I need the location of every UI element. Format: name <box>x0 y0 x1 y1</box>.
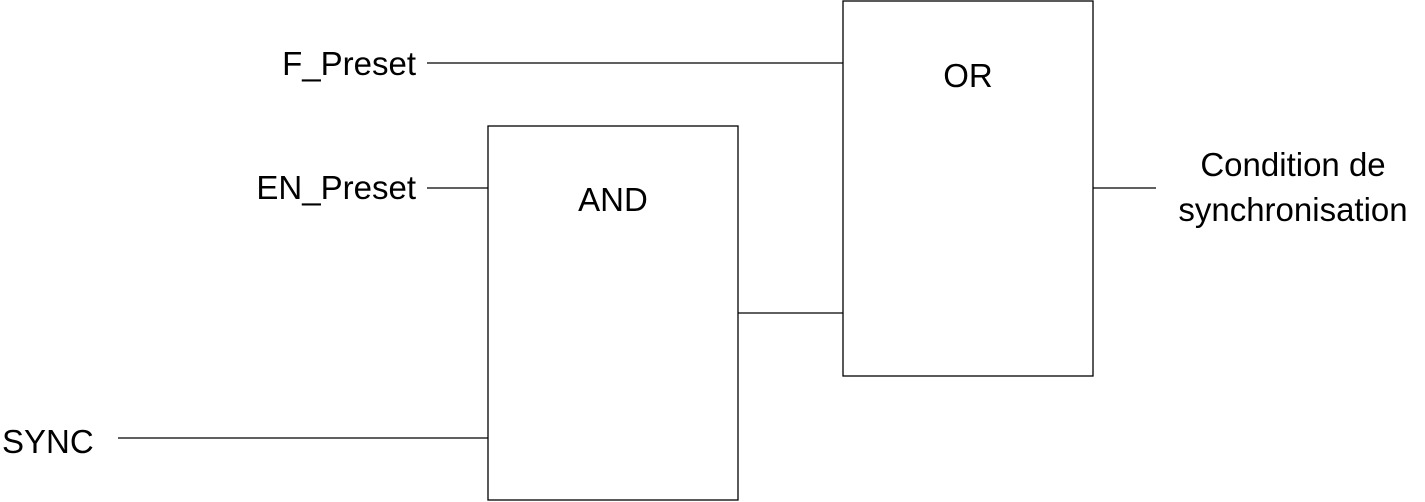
and-block <box>487 125 739 501</box>
label-f-preset: F_Preset <box>282 45 416 82</box>
label-sync: SYNC <box>2 423 94 460</box>
or-block <box>842 0 1094 377</box>
label-output-line1: Condition de <box>1200 146 1385 183</box>
label-and-block: AND <box>578 181 648 218</box>
label-output-line2: synchronisation <box>1178 191 1407 228</box>
label-or-block: OR <box>943 57 993 94</box>
label-en-preset: EN_Preset <box>256 169 416 206</box>
